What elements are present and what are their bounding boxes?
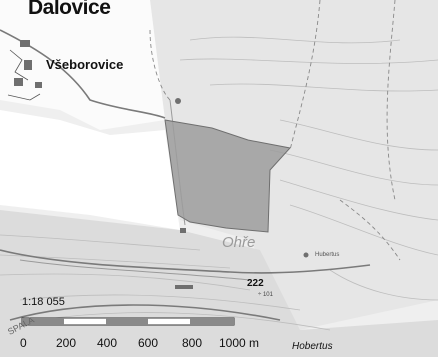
- scale-tick-label: 600: [138, 336, 159, 350]
- scale-tick-label: 400: [97, 336, 118, 350]
- highlighted-plot[interactable]: [164, 119, 291, 233]
- elevation-sub-label: ÷ 101: [258, 292, 273, 298]
- poi-label: Hubertus: [315, 252, 340, 258]
- scale-bar: [21, 317, 235, 326]
- scale-tick-label: 800: [182, 336, 203, 350]
- elevation-label: 222: [247, 278, 264, 289]
- village-label: Všeborovice: [46, 57, 124, 72]
- map-title: Dalovice: [28, 0, 111, 19]
- scale-tick-label: 200: [56, 336, 77, 350]
- scale-tick-label: 0: [20, 336, 27, 350]
- scale-tick-label: 1000 m: [219, 336, 260, 350]
- scale-ratio: 1:18 055: [22, 296, 65, 308]
- place-label-bottom: Hobertus: [292, 341, 333, 352]
- area-label: Ohře: [222, 234, 256, 251]
